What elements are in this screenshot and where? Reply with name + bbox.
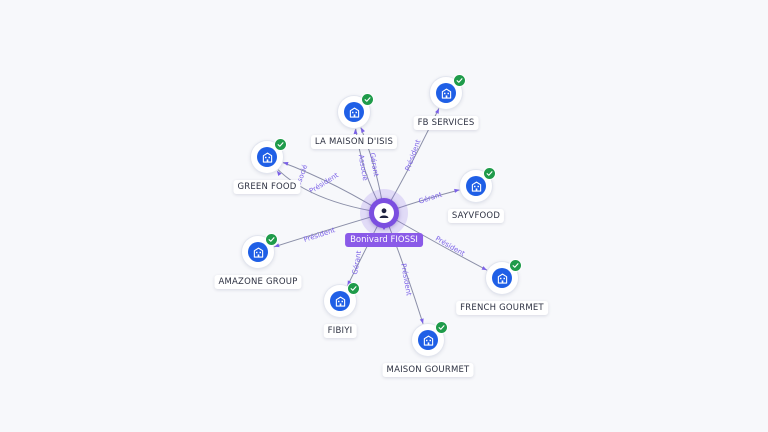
person-icon bbox=[379, 208, 389, 218]
verified-check-icon bbox=[453, 74, 466, 87]
edge-arrow-e7 bbox=[274, 243, 280, 248]
building-icon bbox=[441, 88, 451, 99]
company-node-circle[interactable] bbox=[324, 285, 356, 317]
verified-check-icon bbox=[509, 259, 522, 272]
edge-label-e7: Président bbox=[303, 226, 337, 244]
company-node-label: SAYVFOOD bbox=[447, 209, 505, 223]
edge-arrow-e10 bbox=[419, 318, 424, 324]
edge-label-e10: Président bbox=[399, 263, 413, 297]
center-pin[interactable] bbox=[369, 198, 399, 230]
company-node-label: AMAZONE GROUP bbox=[214, 275, 302, 289]
company-node-circle[interactable] bbox=[412, 324, 444, 356]
edge-arrow-e3 bbox=[435, 108, 439, 114]
edge-label-e1: Gérant bbox=[368, 152, 380, 177]
verified-check-icon bbox=[361, 93, 374, 106]
company-node-label: FRENCH GOURMET bbox=[456, 301, 548, 315]
verified-check-icon bbox=[265, 233, 278, 246]
edge-arrow-e6 bbox=[454, 188, 460, 193]
verified-check-icon bbox=[435, 321, 448, 334]
building-icon bbox=[497, 273, 507, 284]
building-icon bbox=[423, 335, 433, 346]
company-node-label: GREEN FOOD bbox=[233, 180, 301, 194]
edge-label-e6: Gérant bbox=[418, 190, 444, 205]
edge-label-e3: Président bbox=[404, 138, 423, 172]
edge-arrow-e5 bbox=[276, 170, 282, 177]
edge-arrow-e4 bbox=[283, 161, 289, 166]
building-icon bbox=[471, 181, 481, 192]
company-node-circle[interactable] bbox=[460, 170, 492, 202]
building-icon bbox=[349, 107, 359, 118]
company-node-label: FB SERVICES bbox=[413, 116, 479, 130]
building-icon bbox=[262, 152, 272, 163]
edge-arrow-e2 bbox=[353, 128, 358, 135]
verified-check-icon bbox=[274, 138, 287, 151]
verified-check-icon bbox=[347, 282, 360, 295]
building-icon bbox=[253, 247, 263, 258]
verified-check-icon bbox=[483, 167, 496, 180]
company-node-label: MAISON GOURMET bbox=[382, 363, 474, 377]
building-icon bbox=[335, 296, 345, 307]
company-node-label: FIBIYI bbox=[323, 324, 357, 338]
center-person-label: Bonivard FIOSSI bbox=[345, 233, 423, 247]
edge-label-e8: Président bbox=[434, 235, 466, 258]
company-node-circle[interactable] bbox=[251, 141, 283, 173]
edge-label-e9: Gérant bbox=[351, 250, 363, 275]
edge-arrow-e8 bbox=[481, 266, 487, 271]
edge-arrow-e1 bbox=[361, 127, 365, 133]
company-node-label: LA MAISON D'ISIS bbox=[310, 135, 398, 149]
edge-label-e2: Associé bbox=[357, 154, 369, 181]
